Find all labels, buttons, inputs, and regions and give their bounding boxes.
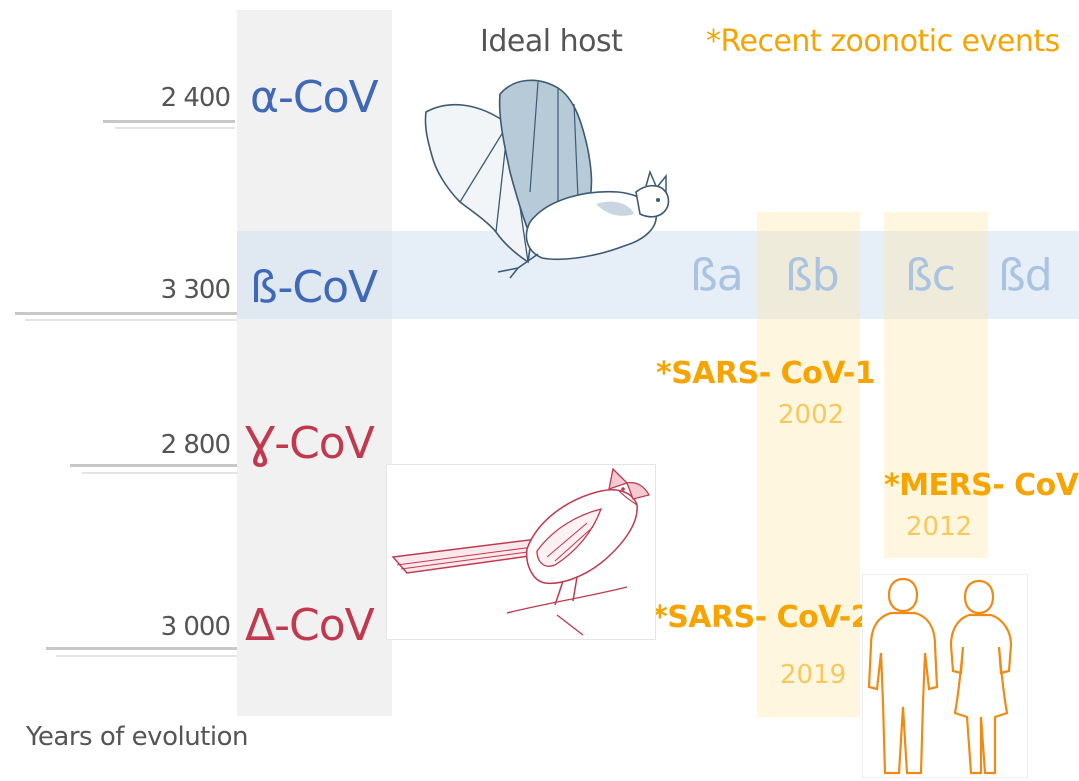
ideal-host-title: Ideal host xyxy=(480,24,623,59)
scale-line-beta-shadow xyxy=(25,319,237,321)
event-sars-cov-1-year: 2002 xyxy=(778,400,845,430)
betab-highlight-bar xyxy=(757,212,860,717)
genus-column-band xyxy=(237,10,392,716)
betac-highlight-bar xyxy=(884,212,988,558)
subgenus-beta-d: ßd xyxy=(998,250,1053,301)
scale-line-beta xyxy=(15,312,237,315)
subgenus-beta-a: ßa xyxy=(690,250,744,301)
recent-zoonotic-events-title: *Recent zoonotic events xyxy=(706,24,1060,59)
bird-icon xyxy=(391,467,650,636)
subgenus-beta-b: ßb xyxy=(785,250,840,301)
scale-line-gamma-shadow xyxy=(82,472,237,474)
event-sars-cov-2-year: 2019 xyxy=(780,660,847,690)
event-sars-cov-1: *SARS- CoV-1 xyxy=(656,356,876,391)
humans-icon xyxy=(867,577,1013,775)
bat-icon xyxy=(424,79,670,279)
genus-beta-cov: ß-CoV xyxy=(250,262,378,313)
years-alpha: 2 400 xyxy=(160,83,231,113)
scale-line-delta-shadow xyxy=(56,655,237,657)
scale-line-delta xyxy=(46,647,237,650)
genus-gamma-cov: Ɣ-CoV xyxy=(245,418,375,469)
beta-cov-band xyxy=(237,231,1079,319)
genus-delta-cov: Δ-CoV xyxy=(245,600,375,651)
subgenus-beta-c: ßc xyxy=(905,250,956,301)
years-beta: 3 300 xyxy=(160,275,231,305)
years-delta: 3 000 xyxy=(160,612,231,642)
humans-illustration-frame xyxy=(862,574,1028,778)
event-mers-cov-year: 2012 xyxy=(906,512,973,542)
bird-illustration-frame xyxy=(386,464,656,640)
event-sars-cov-2: *SARS- CoV-2 xyxy=(652,600,872,635)
scale-line-gamma xyxy=(70,464,237,467)
genus-alpha-cov: α-CoV xyxy=(250,72,379,123)
scale-line-alpha xyxy=(103,120,235,123)
years-of-evolution-label: Years of evolution xyxy=(26,722,248,752)
event-mers-cov: *MERS- CoV xyxy=(884,468,1079,503)
scale-line-alpha-shadow xyxy=(115,127,235,129)
years-gamma: 2 800 xyxy=(160,430,231,460)
